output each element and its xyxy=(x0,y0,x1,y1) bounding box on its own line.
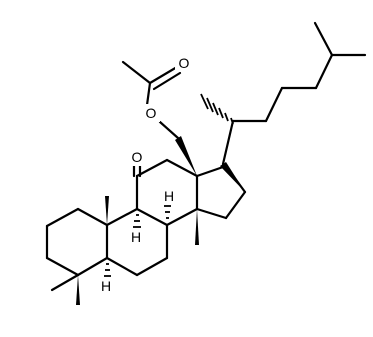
ester-oxygen-label: O xyxy=(146,105,157,121)
gem-dimethyl xyxy=(50,273,80,305)
c8-hydrogen-label: H xyxy=(164,188,174,204)
acetyl-oxygen-label: O xyxy=(179,55,190,71)
ring-b xyxy=(105,207,169,277)
c9-hashed-bond xyxy=(133,214,141,228)
side-chain xyxy=(221,21,367,166)
ring-d xyxy=(195,164,247,220)
side-chain-wedge xyxy=(220,162,245,192)
carbonyl-oxygen-label: O xyxy=(132,149,143,165)
c9-hydrogen-label: H xyxy=(131,229,141,245)
ring-c xyxy=(135,158,199,227)
ketone-group xyxy=(132,163,142,178)
c5-hydrogen-label: H xyxy=(101,278,111,294)
methyl-c10-wedge xyxy=(105,196,109,225)
ch2-oac-wedge xyxy=(175,136,197,176)
ring-a xyxy=(45,207,109,277)
c8-hashed-bond xyxy=(164,205,171,219)
methyl-c14-wedge xyxy=(195,209,199,245)
c20-hashed-bond xyxy=(200,93,234,125)
c5-hashed-bond xyxy=(104,263,111,277)
acetoxy-chain xyxy=(121,60,182,140)
